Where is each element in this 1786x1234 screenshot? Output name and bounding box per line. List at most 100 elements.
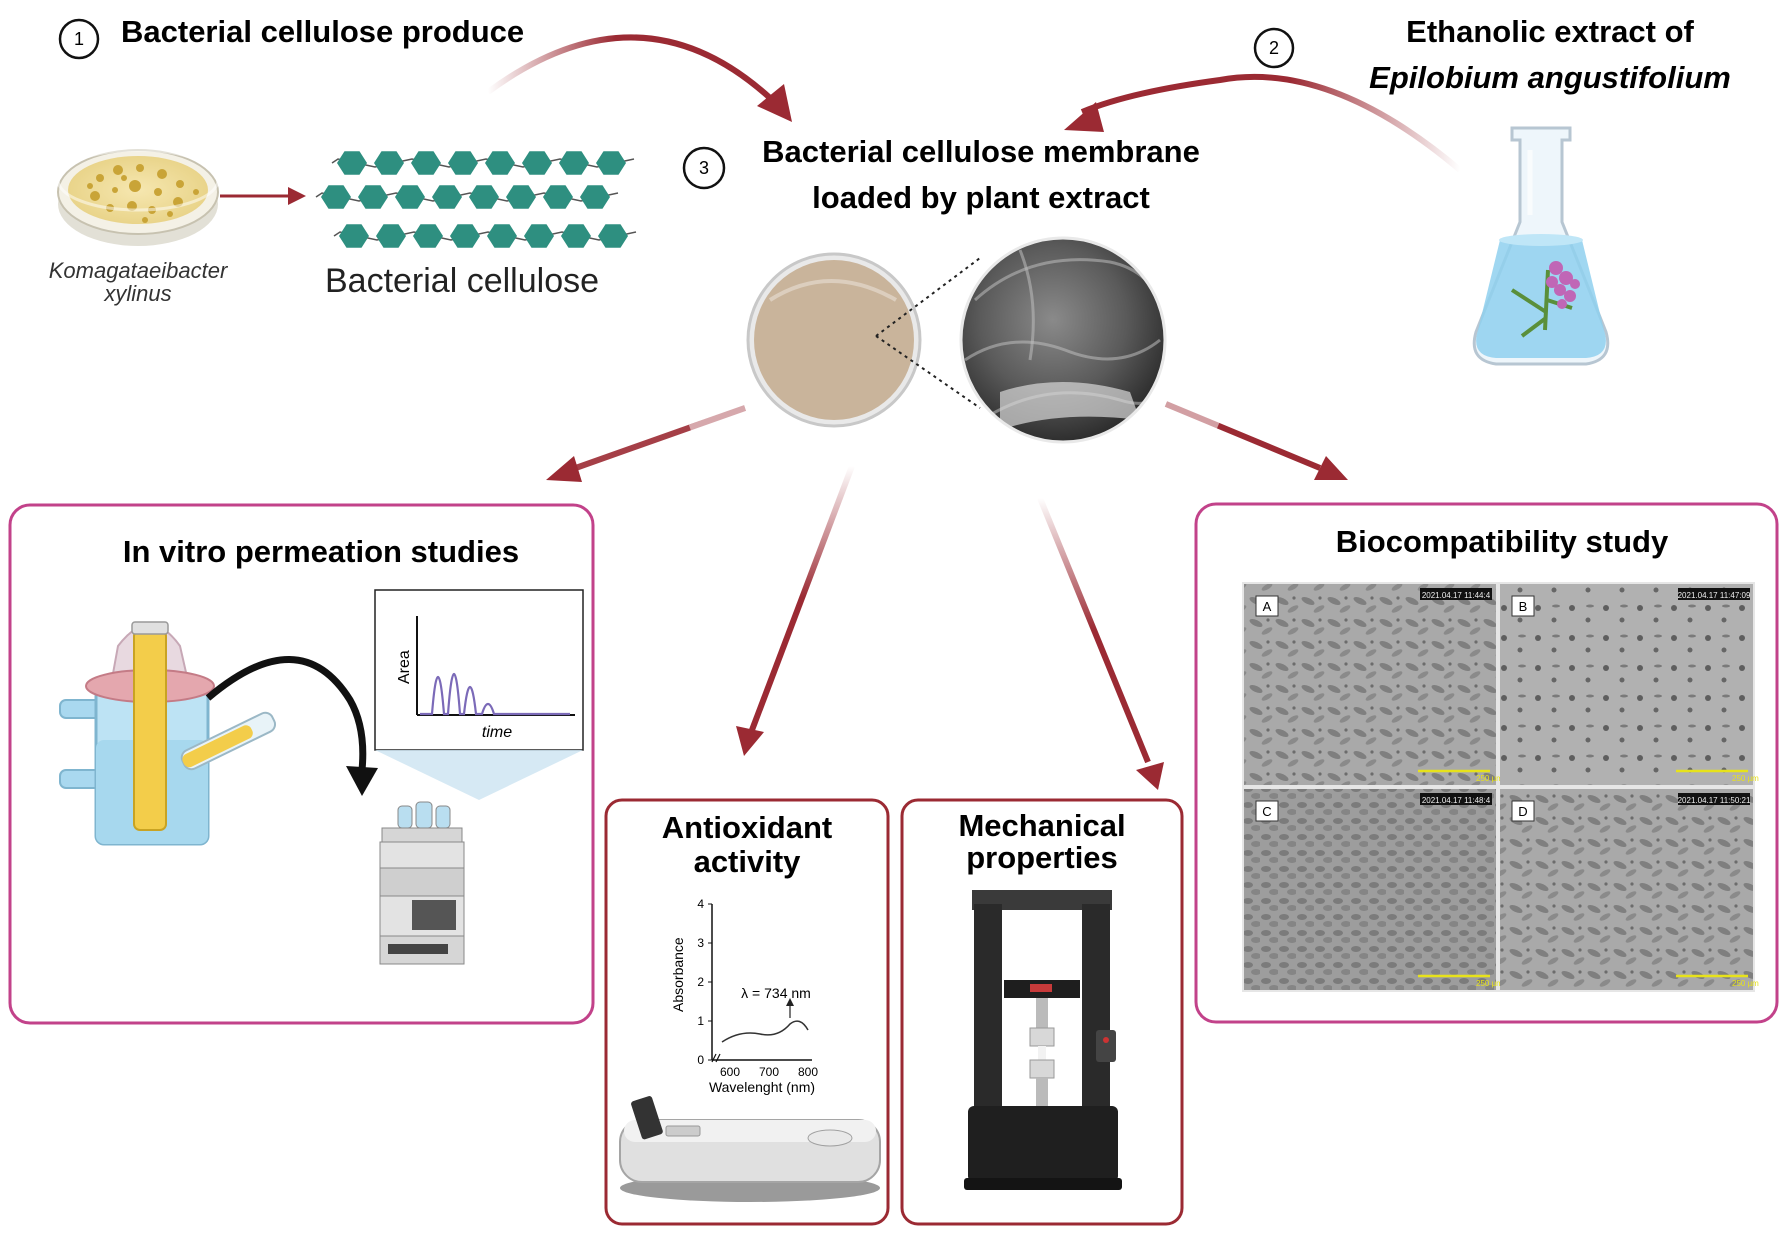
step-2-badge [1253,27,1295,69]
chromatogram-chart: Area time [374,589,584,800]
absorbance-xlabel: Wavelenght (nm) [709,1079,815,1095]
spectrophotometer-icon [619,1096,881,1202]
absorbance-x-tick-label: 700 [759,1065,779,1079]
micrograph-a-scale: 250 µm [1476,774,1503,783]
permeation-title: In vitro permeation studies [123,534,519,569]
cellulose-hexagon [432,185,462,209]
cellulose-hexagon [485,151,515,175]
arrow-to-antioxidant [736,464,855,756]
arrow-to-permeation [546,404,747,482]
cellulose-hexagon [598,224,628,248]
micrograph-c-scale: 250 µm [1476,979,1503,988]
micrograph-b-label: B [1519,599,1528,614]
sem-micrograph-icon [959,236,1167,444]
cellulose-hexagon [561,224,591,248]
cellulose-hexagon [543,185,573,209]
step-2-title-line1: Ethanolic extract of [1406,14,1694,49]
cellulose-hexagon [339,224,369,248]
cellulose-hexagon [411,151,441,175]
step-2-title-line2: Epilobium angustifolium [1369,60,1731,95]
organism-name-line2: xylinus [103,281,171,306]
panel-antioxidant: Antioxidant activity 0 1 2 3 4 600 700 800 Abs… [604,798,890,1226]
absorbance-ylabel: Absorbance [670,937,686,1012]
panel-biocompat: Biocompatibility study A 2021.04.17 11:4… [1194,502,1779,1024]
antioxidant-title-line1: Antioxidant [662,810,833,845]
antioxidant-title-line2: activity [694,844,802,879]
absorbance-chart: 0 1 2 3 4 600 700 800 Absorbance Wavelenght (n… [670,897,818,1095]
absorbance-annotation: λ = 734 nm [741,985,811,1001]
cellulose-hexagon [376,224,406,248]
arrow-dish-to-cellulose [220,187,306,205]
cellulose-hexagon [395,185,425,209]
step-3-number: 3 [699,158,709,178]
absorbance-y-tick-label: 3 [697,936,704,950]
micrograph-a-timestamp: 2021.04.17 11:44:4 [1422,591,1491,600]
step-3-title-line1: Bacterial cellulose membrane [762,134,1200,169]
petri-dish-icon [56,148,220,246]
step-3-badge [682,146,726,190]
flask-icon [1472,126,1610,366]
step-1-number: 1 [74,29,84,49]
panel-mechanical: Mechanical properties [900,798,1184,1226]
cellulose-hexagon [506,185,536,209]
micrograph-a-label: A [1263,599,1272,614]
membrane-dish-icon [746,252,922,428]
cellulose-hexagon [374,151,404,175]
arrow-step2-to-step3 [1064,73,1462,173]
cellulose-hexagon [337,151,367,175]
franz-cell-icon [59,621,277,846]
absorbance-x-tick-label: 600 [720,1065,740,1079]
absorbance-x-tick-label: 800 [798,1065,818,1079]
micrograph-grid: A 2021.04.17 11:44:4 250 µm B 2021.04.17… [1242,582,1759,992]
mechanical-title-line1: Mechanical [958,808,1125,843]
absorbance-y-tick-label: 0 [697,1053,704,1067]
biocompat-title: Biocompatibility study [1336,524,1669,559]
chromatogram-xlabel: time [482,724,512,741]
micrograph-d-label: D [1518,804,1527,819]
absorbance-trace [721,1020,809,1043]
cellulose-label: Bacterial cellulose [325,262,599,300]
cellulose-hexagon [522,151,552,175]
step-3-group: 3 Bacterial cellulose membrane loaded by… [682,134,1200,215]
chromatogram-ylabel: Area [396,650,413,684]
cellulose-hexagon [358,185,388,209]
cellulose-hexagon [524,224,554,248]
micrograph-c: C 2021.04.17 11:48:4 250 µm [1244,789,1503,990]
cellulose-hexagon [580,185,610,209]
cellulose-chain-icon [315,151,637,248]
micrograph-b-timestamp: 2021.04.17 11:47:09 [1678,591,1751,600]
cellulose-hexagon [559,151,589,175]
absorbance-y-tick-label: 4 [697,897,704,911]
tensile-tester-icon [964,890,1122,1190]
micrograph-d-scale: 250 µm [1732,979,1759,988]
curved-arrow-icon [205,656,378,796]
arrow-to-biocompat [1164,400,1348,480]
micrograph-d-timestamp: 2021.04.17 11:50:21 [1678,796,1751,805]
micrograph-c-timestamp: 2021.04.17 11:48:4 [1422,796,1491,805]
cellulose-hexagon [413,224,443,248]
cellulose-hexagon [448,151,478,175]
hplc-instrument-icon [379,801,465,965]
cellulose-hexagon [487,224,517,248]
step-1-badge [58,18,100,60]
micrograph-b: B 2021.04.17 11:47:09 250 µm [1500,584,1759,785]
micrograph-a: A 2021.04.17 11:44:4 250 µm [1244,584,1503,785]
micrograph-b-scale: 250 µm [1732,774,1759,783]
cellulose-hexagon [596,151,626,175]
arrow-step1-to-step3 [486,34,792,122]
organism-name-line1: Komagataeibacter [49,258,229,283]
step-1-group: 1 Bacterial cellulose produce [58,14,524,60]
panel-permeation: In vitro permeation studies [8,503,595,1025]
absorbance-y-tick-label: 1 [697,1014,704,1028]
micrograph-c-label: C [1262,804,1271,819]
step-1-title: Bacterial cellulose produce [121,14,524,49]
cellulose-hexagon [450,224,480,248]
micrograph-d: D 2021.04.17 11:50:21 250 µm [1500,789,1759,990]
arrow-to-mechanical [1037,496,1164,790]
chromatogram-trace [420,673,570,716]
mechanical-title-line2: properties [966,840,1118,875]
absorbance-y-tick-label: 2 [697,975,704,989]
cellulose-hexagon [321,185,351,209]
step-2-number: 2 [1269,38,1279,58]
